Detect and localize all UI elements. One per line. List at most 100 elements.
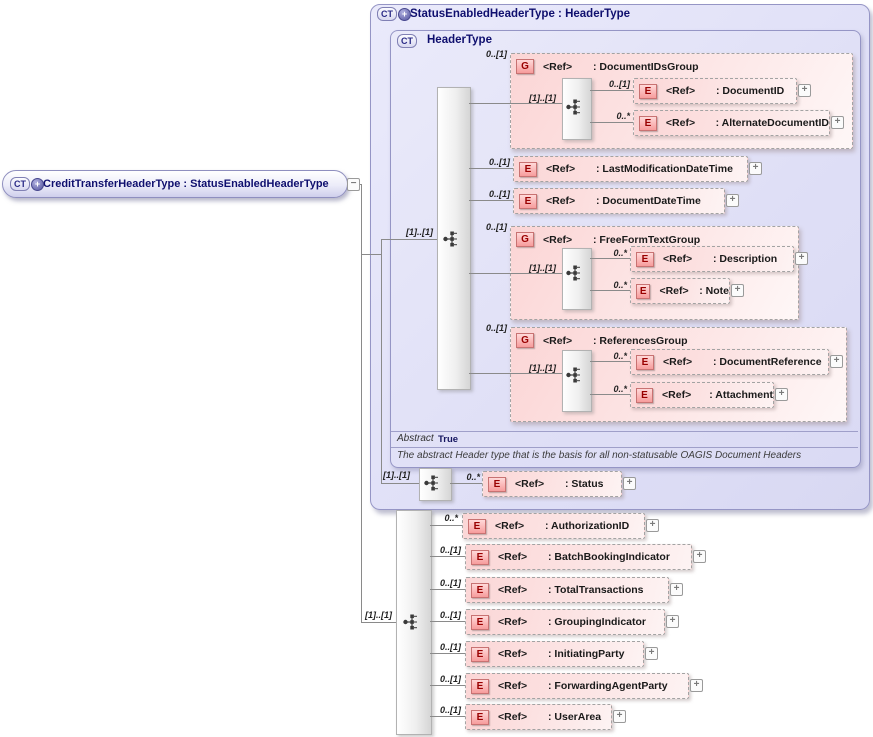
cardinality-label: [1]..[1] — [529, 263, 556, 273]
collapse-icon[interactable]: − — [347, 178, 360, 191]
ref-label: <Ref> — [543, 60, 573, 73]
expand-icon[interactable]: + — [645, 647, 658, 660]
ref-label: <Ref> — [498, 584, 528, 596]
ct-badge-icon: CT — [377, 7, 397, 21]
group-name: : DocumentIDsGroup — [593, 60, 699, 73]
ref-label: <Ref> — [659, 285, 689, 297]
cardinality-label: 0..[1] — [488, 157, 510, 167]
element-badge-icon: E — [636, 354, 654, 370]
sequence-compositor-icon — [443, 231, 457, 247]
element-lastmodificationdatetime[interactable]: E <Ref> : LastModificationDateTime — [513, 156, 748, 182]
sequence-compositor-icon — [403, 614, 417, 630]
expand-icon[interactable]: + — [749, 162, 762, 175]
expand-icon[interactable]: + — [830, 355, 843, 368]
element-name: : Note — [699, 285, 729, 297]
expand-icon[interactable]: + — [731, 284, 744, 297]
group-name: : FreeFormTextGroup — [593, 233, 701, 246]
element-userarea[interactable]: E <Ref> : UserArea — [465, 704, 612, 730]
element-initiatingparty[interactable]: E <Ref> : InitiatingParty — [465, 641, 644, 667]
expand-icon[interactable]: + — [795, 252, 808, 265]
expand-icon[interactable]: + — [623, 477, 636, 490]
expand-icon[interactable]: + — [670, 583, 683, 596]
cardinality-label: [1]..[1] — [406, 227, 433, 237]
cardinality-label: [1]..[1] — [365, 610, 392, 620]
element-forwardingagentparty[interactable]: E <Ref> : ForwardingAgentParty — [465, 673, 689, 699]
element-name: : UserArea — [548, 711, 602, 723]
ref-label: <Ref> — [662, 389, 692, 401]
connector-line — [381, 239, 382, 484]
element-attachment[interactable]: E <Ref> : Attachment — [630, 382, 774, 408]
complextype-icon: CT+ — [377, 7, 411, 21]
divider — [391, 431, 858, 432]
group-title: G <Ref> : FreeFormTextGroup — [511, 232, 798, 247]
connector-line — [430, 556, 465, 557]
sequence-compositor-icon — [424, 475, 438, 491]
element-alternatedocumentid[interactable]: E <Ref> : AlternateDocumentID — [633, 110, 830, 136]
expand-icon[interactable]: + — [775, 388, 788, 401]
connector-line — [469, 273, 562, 274]
root-type-title: CreditTransferHeaderType : StatusEnabled… — [43, 178, 329, 190]
element-note[interactable]: E <Ref> : Note — [630, 278, 730, 304]
ref-label: <Ref> — [663, 253, 693, 265]
element-badge-icon: E — [636, 251, 654, 267]
cardinality-label: 0..[1] — [439, 610, 461, 620]
root-type-pill[interactable]: CT+ CreditTransferHeaderType : StatusEna… — [2, 170, 348, 198]
ref-label: <Ref> — [515, 478, 545, 490]
element-name: : AlternateDocumentID — [715, 117, 829, 129]
inner-box-title: HeaderType — [427, 34, 492, 46]
outer-box-title: StatusEnabledHeaderType : HeaderType — [410, 8, 631, 20]
connector-line — [590, 90, 633, 91]
cardinality-label: 0..[1] — [485, 49, 507, 59]
sequence-compositor-icon — [566, 265, 580, 281]
connector-line — [361, 254, 381, 255]
element-badge-icon: E — [639, 83, 657, 99]
expand-icon[interactable]: + — [726, 194, 739, 207]
element-documentid[interactable]: E <Ref> : DocumentID — [633, 78, 797, 104]
cardinality-label: 0..* — [613, 248, 627, 258]
ref-label: <Ref> — [546, 195, 576, 207]
connector-line — [590, 290, 630, 291]
cardinality-label: 0..[1] — [439, 642, 461, 652]
element-badge-icon: E — [519, 161, 537, 177]
element-description[interactable]: E <Ref> : Description — [630, 246, 794, 272]
ref-label: <Ref> — [666, 85, 696, 97]
element-name: : LastModificationDateTime — [596, 163, 733, 175]
ref-label: <Ref> — [498, 616, 528, 628]
connector-line — [590, 361, 630, 362]
ref-label: <Ref> — [498, 711, 528, 723]
cardinality-label: [1]..[1] — [383, 470, 410, 480]
group-name: : ReferencesGroup — [593, 334, 688, 347]
cardinality-label: 0..[1] — [485, 323, 507, 333]
element-name: : Status — [565, 478, 604, 490]
element-documentreference[interactable]: E <Ref> : DocumentReference — [630, 349, 829, 375]
sequence-bar-freeformtextgroup — [562, 248, 592, 310]
element-name: : Attachment — [709, 389, 773, 401]
ref-label: <Ref> — [498, 680, 528, 692]
expand-icon[interactable]: + — [666, 615, 679, 628]
expand-icon[interactable]: + — [831, 116, 844, 129]
cardinality-label: 0..[1] — [439, 545, 461, 555]
expand-icon[interactable]: + — [613, 710, 626, 723]
cardinality-label: 0..[1] — [439, 578, 461, 588]
complextype-icon: CT+ — [10, 177, 44, 191]
expand-icon[interactable]: + — [690, 679, 703, 692]
element-name: : DocumentID — [716, 85, 785, 97]
element-totaltransactions[interactable]: E <Ref> : TotalTransactions — [465, 577, 669, 603]
connector-line — [450, 483, 482, 484]
element-groupingindicator[interactable]: E <Ref> : GroupingIndicator — [465, 609, 665, 635]
group-title: G <Ref> : ReferencesGroup — [511, 333, 846, 348]
ref-label: <Ref> — [546, 163, 576, 175]
expand-icon[interactable]: + — [646, 519, 659, 532]
expand-icon[interactable]: + — [693, 550, 706, 563]
element-batchbookingindicator[interactable]: E <Ref> : BatchBookingIndicator — [465, 544, 692, 570]
cardinality-label: 0..[1] — [488, 189, 510, 199]
cardinality-label: 0..* — [613, 384, 627, 394]
element-status[interactable]: E <Ref> : Status — [482, 471, 622, 497]
element-documentdatetime[interactable]: E <Ref> : DocumentDateTime — [513, 188, 725, 214]
sequence-compositor-icon — [566, 367, 580, 383]
element-authorizationid[interactable]: E <Ref> : AuthorizationID — [462, 513, 645, 539]
expand-icon[interactable]: + — [798, 84, 811, 97]
sequence-bar-status — [419, 468, 452, 501]
element-name: : DocumentDateTime — [596, 195, 701, 207]
